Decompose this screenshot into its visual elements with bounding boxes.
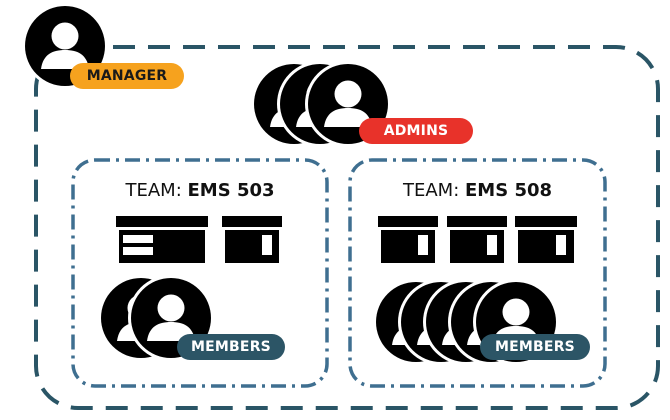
team-title-ems-503: TEAM: EMS 503 (73, 180, 327, 201)
members-badge-ems-508: MEMBERS (480, 334, 590, 360)
team-id: EMS 508 (465, 180, 553, 201)
desk-icon (222, 216, 282, 263)
team-id: EMS 503 (187, 180, 275, 201)
desk-icon (515, 216, 577, 263)
team-title-ems-508: TEAM: EMS 508 (350, 180, 605, 201)
team-title-prefix: TEAM: (125, 180, 182, 201)
desk-icon (447, 216, 507, 263)
desk-icon (378, 216, 438, 263)
desk-icon (116, 216, 208, 263)
organization-boundary (34, 45, 660, 410)
members-badge-ems-503: MEMBERS (177, 334, 285, 360)
admins-badge: ADMINS (359, 118, 473, 144)
manager-badge: MANAGER (70, 63, 184, 89)
team-title-prefix: TEAM: (402, 180, 460, 201)
